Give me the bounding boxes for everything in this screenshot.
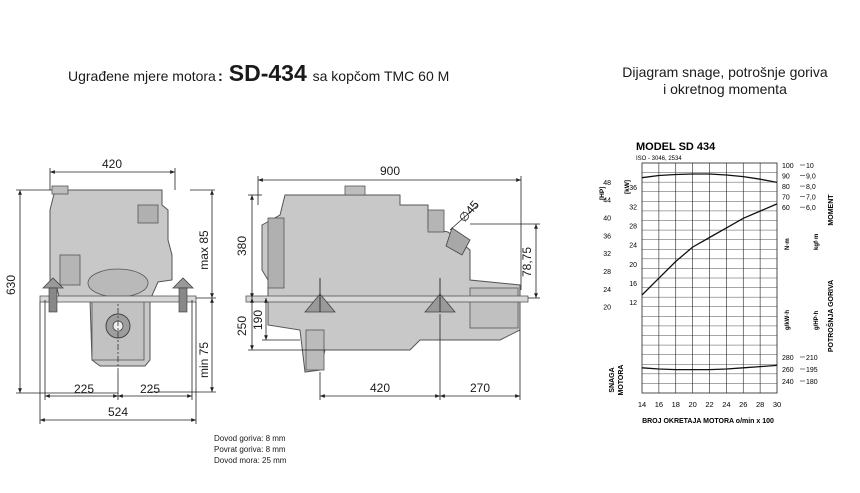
x-tick-label: 24 (722, 400, 730, 409)
nm-unit: N·m (785, 238, 791, 250)
kgfm-tick-label: 8,0 (806, 184, 816, 191)
gkwh-tick-label: 240 (782, 379, 794, 386)
right-title-line2: i okretnog momenta (663, 81, 787, 97)
kw-tick-label: 28 (629, 224, 637, 231)
dim-900: 900 (380, 164, 400, 178)
hp-tick-label: 44 (603, 198, 611, 205)
gkwh-tick-label: 280 (782, 355, 794, 362)
dim-max-85: max 85 (197, 230, 211, 270)
dim-380: 380 (235, 236, 249, 256)
right-title: Dijagram snage, potrošnje goriva i okret… (600, 64, 850, 98)
note-sea-water: Dovod mora: 25 mm (214, 456, 287, 465)
dim-524: 524 (108, 405, 128, 419)
front-view-labels: 420 630 max 85 min 75 225 225 524 (4, 157, 211, 419)
hp-tick-label: 20 (603, 305, 611, 312)
chart-series (641, 173, 778, 371)
right-tick-labels: 100 90 80 70 60 10 9,0 8,0 7,0 6,0 280 260 240 210 195… (782, 163, 818, 386)
chart-title: MODEL SD 434 (636, 141, 716, 153)
dim-420-top: 420 (102, 157, 122, 171)
snaga-label-1: SNAGA (609, 367, 616, 392)
kgfm-tick-label: 9,0 (806, 174, 816, 181)
x-tick-label: 28 (756, 400, 764, 409)
x-tick-label: 18 (672, 400, 680, 409)
x-tick-label: 20 (688, 400, 696, 409)
nm-tick-label: 70 (782, 195, 790, 202)
kw-tick-label: 20 (629, 262, 637, 269)
x-axis-label: BROJ OKRETAJA MOTORA o/min x 100 (642, 418, 774, 425)
nm-tick-label: 80 (782, 184, 790, 191)
hp-tick-label: 24 (603, 287, 611, 294)
kw-tick-label: 32 (629, 204, 637, 211)
consumption-label: POTROŠNJA GORIVA (826, 280, 835, 352)
dim-225-left: 225 (74, 382, 94, 396)
kgfm-tick-label: 7,0 (806, 195, 816, 202)
dim-190: 190 (251, 310, 265, 330)
kw-tick-label: 16 (629, 281, 637, 288)
ghph-tick-label: 195 (806, 367, 818, 374)
ghph-tick-label: 180 (806, 379, 818, 386)
left-title-rest: sa kopčom TMC 60 M (312, 68, 450, 84)
chart-grid (642, 163, 777, 393)
front-view-engine (39, 185, 197, 372)
kw-unit: [kW] (624, 180, 631, 194)
torque-curve (641, 173, 778, 184)
left-title: Ugrađene mjere motora: SD-434 sa kopčom … (68, 60, 449, 87)
left-title-colon: : (217, 68, 223, 85)
x-tick-label: 14 (638, 400, 646, 409)
ghph-unit: g/HP·h (814, 310, 820, 330)
kgfm-unit: kgf·m (814, 234, 820, 250)
kgfm-tick-label: 6,0 (806, 205, 816, 212)
x-tick-label: 22 (705, 400, 713, 409)
kw-tick-label: 36 (629, 185, 637, 192)
dim-min-75: min 75 (197, 342, 211, 378)
gkwh-tick-label: 260 (782, 367, 794, 374)
dim-225-right: 225 (140, 382, 160, 396)
power-tick-labels: 48 44 40 36 32 28 24 20 36 32 28 24 20 16 12 (603, 180, 637, 312)
consumption-curve (641, 364, 778, 371)
right-title-line1: Dijagram snage, potrošnje goriva (622, 64, 828, 80)
chart-subtitle: ISO - 3046, 2534 (636, 156, 682, 162)
gkwh-unit: g/kW·h (785, 310, 791, 330)
nm-tick-label: 90 (782, 174, 790, 181)
x-tick-label: 30 (773, 400, 781, 409)
nm-tick-label: 100 (782, 163, 794, 170)
power-curve (641, 203, 778, 296)
connection-notes: Dovod goriva: 8 mm Povrat goriva: 8 mm D… (214, 433, 286, 466)
snaga-label-2: MOTORA (618, 365, 625, 396)
x-tick-label: 26 (739, 400, 747, 409)
hp-tick-label: 40 (603, 216, 611, 223)
hp-tick-label: 32 (603, 251, 611, 258)
left-title-prefix: Ugrađene mjere motora (68, 68, 216, 84)
performance-chart: MODEL SD 434 ISO - 3046, 2534 48 44 40 36 32… (599, 141, 835, 425)
x-tick-labels: 14 16 18 20 22 24 26 28 30 (638, 400, 781, 409)
side-view-dimensions (248, 176, 540, 400)
note-fuel-supply: Dovod goriva: 8 mm (214, 434, 286, 443)
dim-630: 630 (4, 275, 18, 295)
front-view-dimensions (16, 168, 216, 424)
hp-tick-label: 28 (603, 269, 611, 276)
dim-250: 250 (235, 316, 249, 336)
hp-tick-label: 48 (603, 180, 611, 187)
nm-tick-label: 60 (782, 205, 790, 212)
side-view-engine (245, 185, 529, 373)
ghph-tick-label: 210 (806, 355, 818, 362)
hp-unit: [HP] (599, 187, 606, 200)
dim-270: 270 (470, 381, 490, 395)
note-fuel-return: Povrat goriva: 8 mm (214, 445, 286, 454)
kw-tick-label: 12 (629, 300, 637, 307)
dim-420-side: 420 (370, 381, 390, 395)
kw-tick-label: 24 (629, 243, 637, 250)
moment-label: MOMENT (828, 194, 835, 226)
hp-tick-label: 36 (603, 233, 611, 240)
x-tick-label: 16 (655, 400, 663, 409)
model-name: SD-434 (228, 60, 307, 86)
dim-78-75: 78,75 (520, 247, 534, 277)
kgfm-tick-label: 10 (806, 163, 814, 170)
